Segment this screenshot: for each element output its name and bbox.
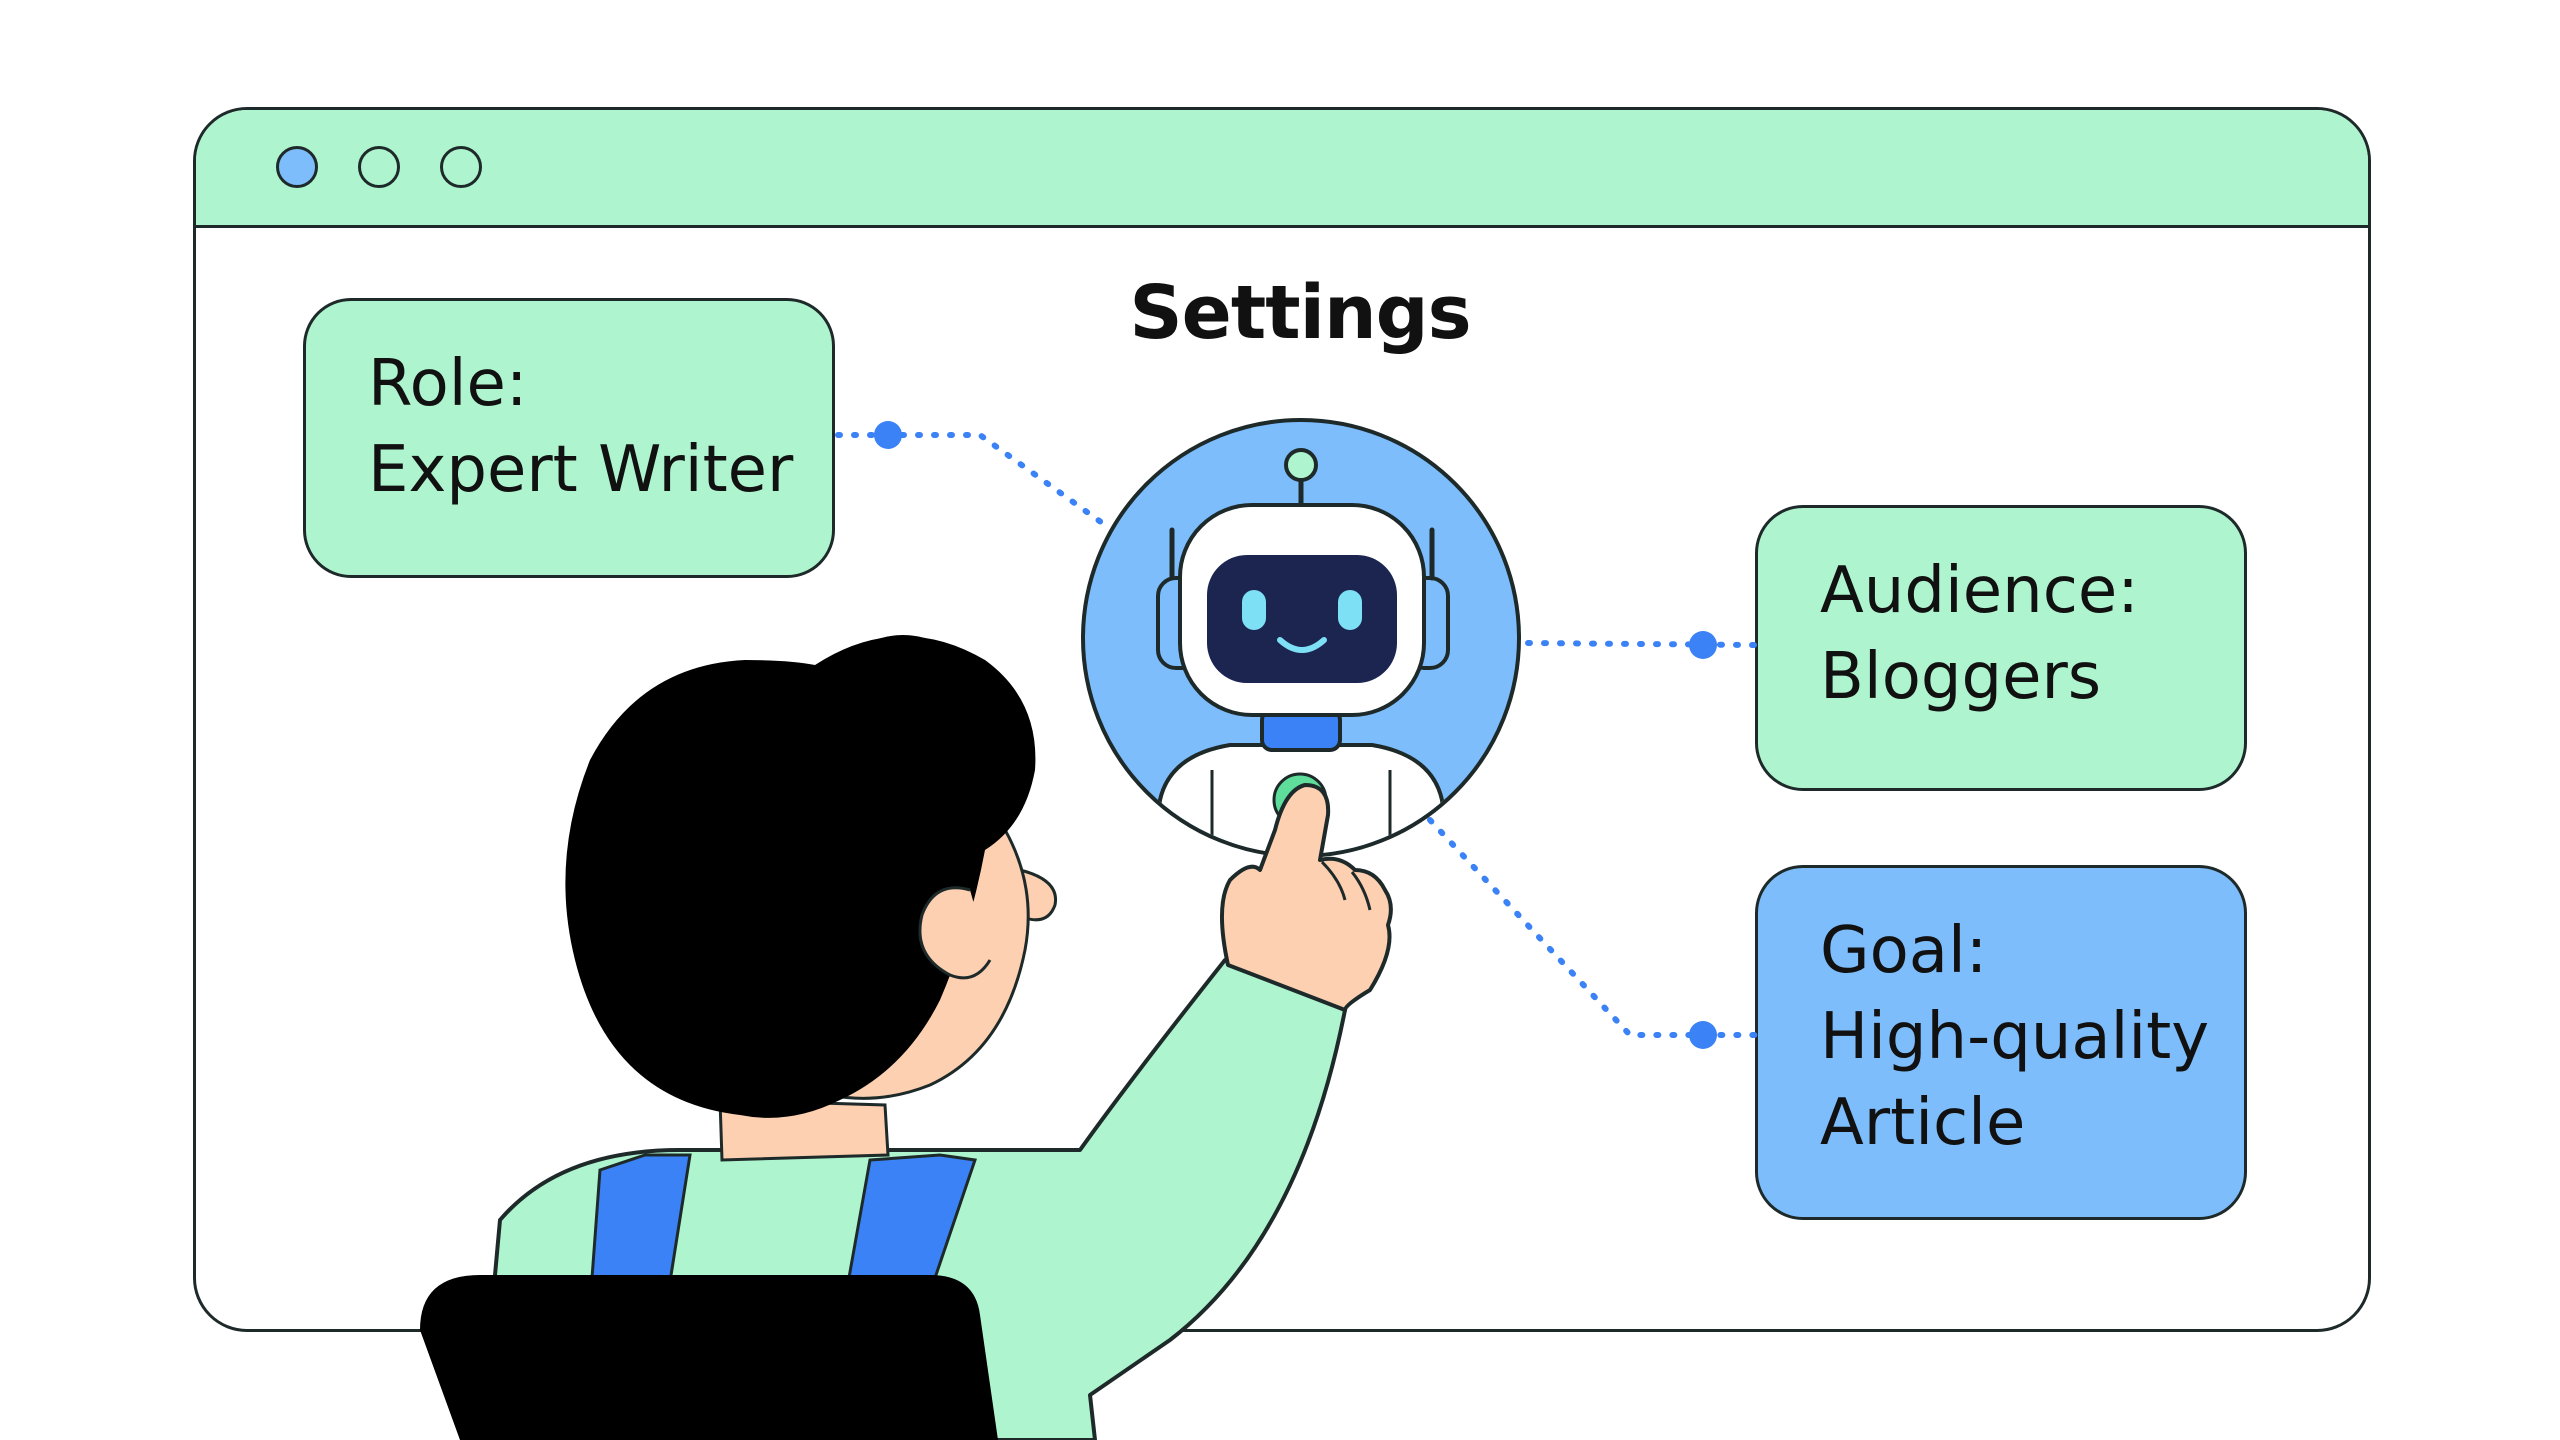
window-minimize-button[interactable]	[358, 146, 400, 188]
audience-label: Audience:	[1820, 554, 2139, 628]
role-value: Expert Writer	[368, 433, 794, 507]
goal-setting-card[interactable]: Goal: High-quality Article	[1755, 865, 2247, 1220]
role-setting-card[interactable]: Role: Expert Writer	[303, 298, 835, 578]
connector-goal	[1427, 817, 1758, 1038]
role-label: Role:	[368, 347, 528, 421]
robot-icon[interactable]	[1081, 418, 1521, 900]
window-titlebar	[196, 110, 2368, 228]
audience-value: Bloggers	[1820, 640, 2102, 714]
audience-setting-card[interactable]: Audience: Bloggers	[1755, 505, 2247, 791]
window-maximize-button[interactable]	[440, 146, 482, 188]
page-title: Settings	[1129, 270, 1471, 356]
connector-dot-role	[874, 421, 902, 449]
connector-dots	[874, 421, 1717, 1049]
goal-value-line-1: High-quality	[1820, 1000, 2210, 1074]
person-illustration	[420, 635, 1393, 1440]
connector-audience	[1525, 640, 1758, 648]
goal-value-line-2: Article	[1820, 1086, 2026, 1160]
connector-role	[835, 432, 1108, 528]
window-close-button[interactable]	[276, 146, 318, 188]
connector-dot-goal	[1689, 1021, 1717, 1049]
goal-label: Goal:	[1820, 914, 1988, 988]
connector-dot-audience	[1689, 631, 1717, 659]
